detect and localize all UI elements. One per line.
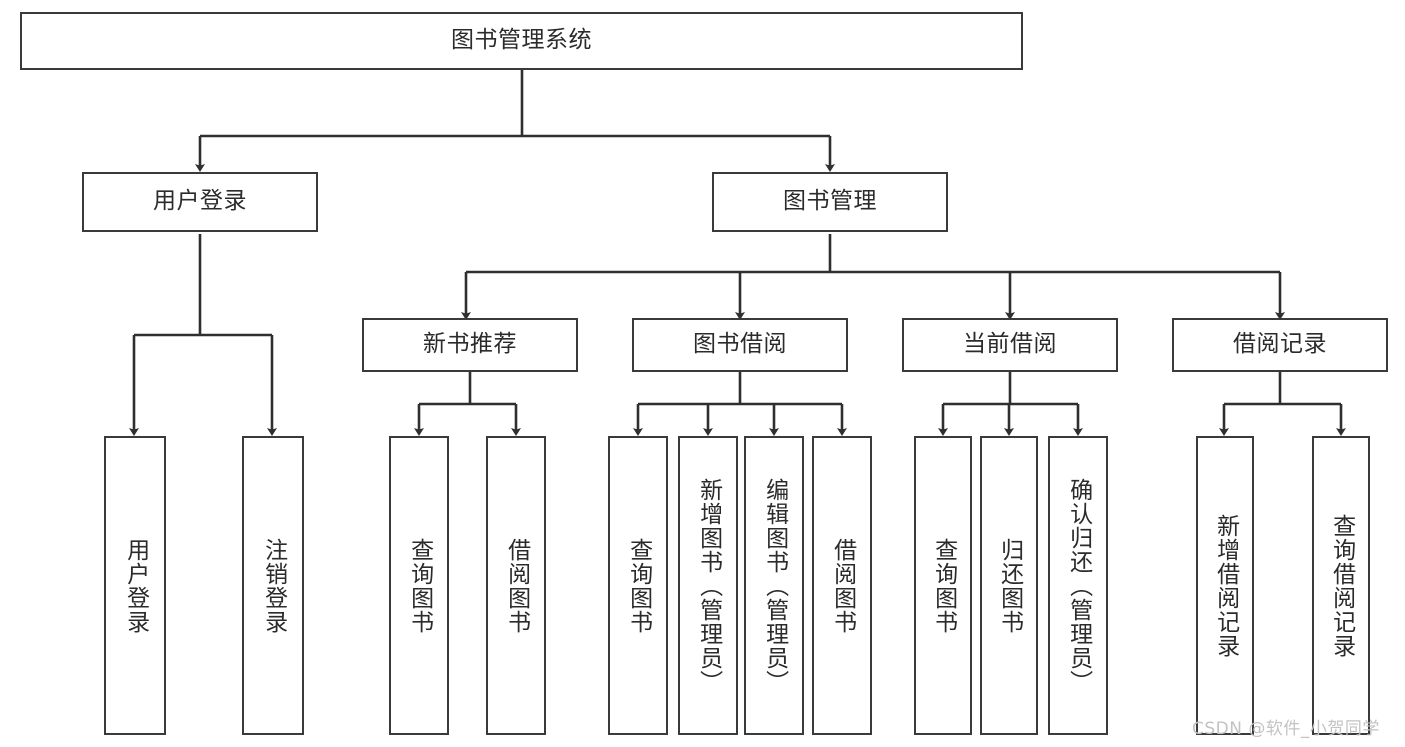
node-leaf-return-book-label: 归还图书 [996, 537, 1023, 634]
node-borrow-record[interactable]: 借阅记录 [1172, 318, 1388, 372]
node-leaf-confirm-return[interactable]: 确认归还（管理员） [1048, 436, 1108, 735]
node-leaf-user-login[interactable]: 用户登录 [104, 436, 166, 735]
node-leaf-logout-login-label: 注销登录 [260, 537, 287, 634]
node-leaf-query-book-2[interactable]: 查询图书 [608, 436, 668, 735]
node-leaf-add-book[interactable]: 新增图书（管理员） [678, 436, 738, 735]
node-user-login[interactable]: 用户登录 [82, 172, 318, 232]
node-leaf-borrow-book-1[interactable]: 借阅图书 [486, 436, 546, 735]
csdn-watermark: CSDN @软件_小贺同学 [1192, 719, 1380, 739]
node-book-borrow[interactable]: 图书借阅 [632, 318, 848, 372]
node-leaf-edit-book[interactable]: 编辑图书（管理员） [744, 436, 804, 735]
node-leaf-query-book-2-label: 查询图书 [625, 537, 652, 634]
node-new-book-recommend-label: 新书推荐 [423, 331, 517, 358]
node-leaf-user-login-label: 用户登录 [122, 537, 149, 634]
node-leaf-query-record[interactable]: 查询借阅记录 [1312, 436, 1370, 735]
node-leaf-return-book[interactable]: 归还图书 [980, 436, 1038, 735]
node-leaf-query-book-1[interactable]: 查询图书 [389, 436, 449, 735]
node-leaf-add-record[interactable]: 新增借阅记录 [1196, 436, 1254, 735]
node-leaf-confirm-return-label: 确认归还（管理员） [1065, 477, 1092, 694]
node-leaf-query-book-1-label: 查询图书 [406, 537, 433, 634]
node-leaf-edit-book-label: 编辑图书（管理员） [761, 477, 788, 694]
node-leaf-borrow-book-2-label: 借阅图书 [829, 537, 856, 634]
node-leaf-borrow-book-2[interactable]: 借阅图书 [812, 436, 872, 735]
node-book-manage[interactable]: 图书管理 [712, 172, 948, 232]
node-leaf-query-book-3-label: 查询图书 [930, 537, 957, 634]
node-leaf-query-book-3[interactable]: 查询图书 [914, 436, 972, 735]
node-user-login-label: 用户登录 [153, 188, 247, 215]
node-borrow-record-label: 借阅记录 [1233, 331, 1327, 358]
node-root[interactable]: 图书管理系统 [20, 12, 1023, 70]
node-book-manage-label: 图书管理 [783, 188, 877, 215]
node-leaf-add-record-label: 新增借阅记录 [1212, 513, 1239, 658]
node-root-label: 图书管理系统 [451, 27, 592, 54]
node-leaf-logout-login[interactable]: 注销登录 [242, 436, 304, 735]
node-current-borrow-label: 当前借阅 [963, 331, 1057, 358]
node-current-borrow[interactable]: 当前借阅 [902, 318, 1118, 372]
node-book-borrow-label: 图书借阅 [693, 331, 787, 358]
node-new-book-recommend[interactable]: 新书推荐 [362, 318, 578, 372]
node-leaf-borrow-book-1-label: 借阅图书 [503, 537, 530, 634]
node-leaf-query-record-label: 查询借阅记录 [1328, 513, 1355, 658]
node-leaf-add-book-label: 新增图书（管理员） [695, 477, 722, 694]
